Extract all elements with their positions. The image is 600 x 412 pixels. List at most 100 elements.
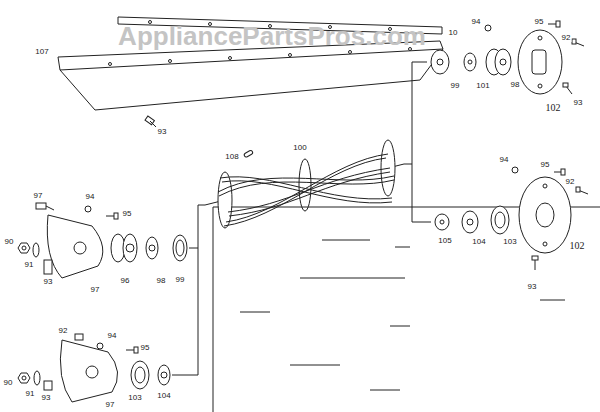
right-lower-bearing-group — [532, 256, 538, 260]
left-upper-plate-group — [44, 260, 52, 274]
right-lower-bearing-group — [462, 211, 478, 233]
left-upper-plate-group — [18, 203, 187, 278]
right-upper-bearing-group — [518, 30, 562, 94]
right-lower-bearing-group — [435, 167, 588, 270]
left-lower-plate-group — [86, 366, 98, 378]
left-lower-plate-group — [97, 343, 103, 349]
right-lower-bearing-group — [440, 220, 444, 224]
right-upper-bearing-group — [431, 21, 584, 94]
callout-number: 94 — [499, 156, 510, 164]
callout-number: 92 — [561, 34, 572, 42]
callout-number: 95 — [540, 161, 551, 169]
left-lower-plate-group — [22, 376, 26, 380]
callout-number: 95 — [122, 210, 133, 218]
callout-number: 91 — [24, 261, 35, 269]
left-upper-plate-group — [36, 203, 46, 209]
left-upper-plate-group — [126, 244, 134, 252]
callout-number: 93 — [157, 128, 168, 136]
right-upper-bearing-group — [500, 59, 506, 65]
left-lower-plate-group — [75, 334, 83, 340]
right-lower-bearing-group — [576, 187, 580, 192]
reel — [226, 154, 388, 222]
callout-number: 100 — [292, 144, 307, 152]
left-upper-plate-group — [33, 243, 39, 257]
left-upper-plate-group — [46, 206, 54, 210]
right-upper-bearing-group — [572, 39, 576, 44]
frame-line — [240, 312, 270, 313]
left-upper-plate-group — [173, 235, 187, 261]
callout-number: 103 — [502, 238, 517, 246]
left-lower-plate-group — [131, 361, 149, 389]
left-upper-plate-group — [149, 245, 155, 251]
frame-line — [300, 278, 405, 279]
right-upper-bearing-group — [437, 59, 443, 65]
callout-number: 91 — [25, 390, 36, 398]
right-upper-bearing-group — [538, 84, 542, 88]
left-lower-plate-group — [135, 367, 145, 383]
callout-number: 101 — [475, 82, 490, 90]
callout-number: 93 — [573, 99, 584, 107]
callout-number: 94 — [471, 18, 482, 26]
right-upper-bearing-group — [532, 50, 546, 74]
callout-number: 107 — [34, 48, 49, 56]
bed-knife — [169, 60, 172, 63]
left-lower-plate-group — [34, 371, 40, 385]
callout-number: 98 — [156, 277, 167, 285]
right-lower-bearing-group — [435, 214, 449, 230]
callout-number: 104 — [471, 238, 486, 246]
callout-number: 97 — [90, 286, 101, 294]
callout-number: 96 — [120, 277, 131, 285]
left-upper-plate-group — [85, 206, 91, 212]
callout-number: 94 — [107, 332, 118, 340]
right-upper-bearing-group — [468, 60, 472, 64]
left-upper-plate-group — [47, 215, 103, 278]
frame-line — [395, 247, 410, 248]
callout-number: 97 — [33, 192, 44, 200]
reel — [218, 172, 232, 228]
left-lower-plate-group — [134, 347, 138, 353]
right-upper-bearing-group — [538, 36, 542, 40]
bracket-line — [404, 62, 427, 164]
reel — [205, 140, 404, 228]
callout-number: 103 — [127, 394, 142, 402]
bracket-line — [172, 62, 431, 375]
frame-line — [322, 240, 370, 241]
bed-knife — [289, 54, 292, 57]
right-upper-bearing-group — [431, 50, 449, 74]
callout-number: 105 — [437, 237, 452, 245]
bed-knife — [58, 41, 443, 110]
callout-number: 95 — [140, 344, 151, 352]
left-upper-plate-group — [22, 246, 26, 250]
left-upper-plate-group — [123, 234, 137, 262]
callout-number: 90 — [4, 238, 15, 246]
bracket-line — [412, 164, 431, 222]
left-lower-plate-group — [18, 373, 30, 383]
callout-number: 97 — [105, 401, 116, 409]
reel — [228, 168, 390, 212]
left-lower-plate-group — [18, 334, 170, 402]
callout-number: 104 — [156, 392, 171, 400]
right-upper-bearing-group — [563, 83, 568, 87]
bed-knife — [150, 121, 156, 127]
callout-number: 94 — [85, 193, 96, 201]
reel — [219, 180, 394, 196]
watermark: AppliancePartsPros.com — [118, 23, 426, 49]
left-upper-plate-group — [146, 237, 158, 259]
right-upper-bearing-group — [556, 21, 560, 27]
bed-knife — [109, 63, 112, 66]
callout-number: 92 — [565, 178, 576, 186]
frame-line — [290, 365, 340, 366]
right-lower-bearing-group — [495, 212, 505, 228]
left-upper-plate-group — [176, 240, 184, 256]
bracket-line — [189, 248, 198, 249]
bed-knife — [229, 57, 232, 60]
left-lower-plate-group — [60, 340, 117, 402]
bed-knife — [349, 51, 352, 54]
right-lower-bearing-group — [536, 203, 554, 227]
left-upper-plate-group — [18, 243, 30, 253]
callout-number: 98 — [510, 81, 521, 89]
left-lower-plate-group — [44, 381, 52, 390]
reel — [229, 172, 390, 216]
